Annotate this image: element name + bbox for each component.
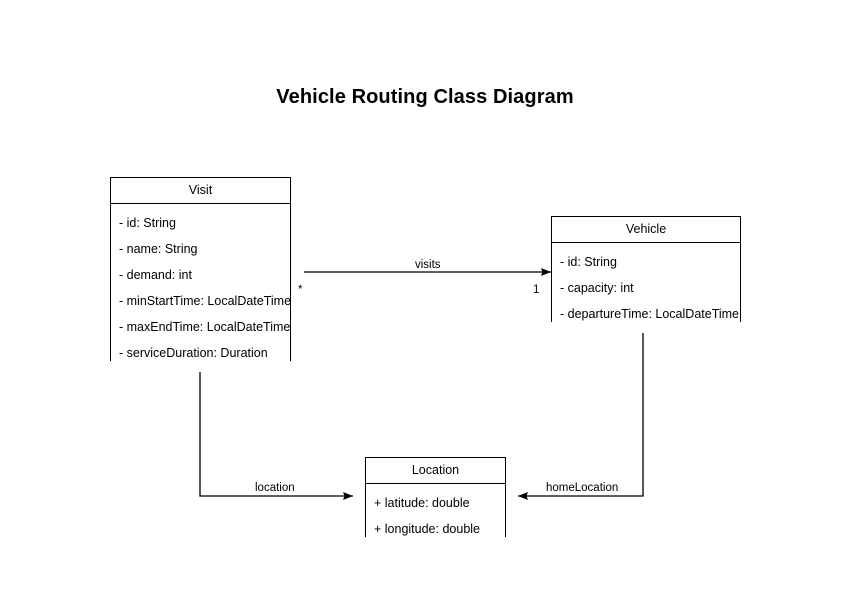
attribute-list-visit: - id: String - name: String - demand: in…: [111, 204, 292, 372]
class-box-vehicle[interactable]: Vehicle - id: String - capacity: int - d…: [551, 216, 741, 333]
page-title: Vehicle Routing Class Diagram: [276, 86, 574, 108]
class-box-location[interactable]: Location + latitude: double + longitude:…: [365, 457, 506, 548]
edge-homelocation-line: [518, 321, 644, 500]
edge-label-homelocation: homeLocation: [542, 482, 623, 494]
class-name-vehicle: Vehicle: [552, 217, 740, 243]
attribute-row: - capacity: int: [560, 281, 634, 295]
attribute-row: - minStartTime: LocalDateTime: [119, 294, 292, 308]
attribute-row: - id: String: [560, 255, 617, 269]
multiplicity-visit-star: *: [298, 284, 303, 296]
attribute-row: - name: String: [119, 242, 198, 256]
attribute-list-vehicle: - id: String - capacity: int - departure…: [552, 243, 740, 333]
edge-location-line: [199, 360, 353, 500]
class-box-visit[interactable]: Visit - id: String - name: String - dema…: [110, 177, 291, 372]
attribute-row: - departureTime: LocalDateTime: [560, 307, 740, 321]
attribute-row: + longitude: double: [374, 522, 480, 536]
attribute-row: - serviceDuration: Duration: [119, 346, 268, 360]
attribute-row: + latitude: double: [374, 496, 470, 510]
attribute-list-location: + latitude: double + longitude: double: [366, 484, 505, 548]
class-name-location: Location: [366, 458, 505, 484]
attribute-row: - maxEndTime: LocalDateTime: [119, 320, 291, 334]
edge-label-location: location: [251, 482, 299, 494]
class-name-visit: Visit: [111, 178, 290, 204]
attribute-row: - id: String: [119, 216, 176, 230]
attribute-row: - demand: int: [119, 268, 192, 282]
multiplicity-vehicle-one: 1: [533, 284, 540, 296]
edge-label-visits: visits: [411, 259, 445, 271]
